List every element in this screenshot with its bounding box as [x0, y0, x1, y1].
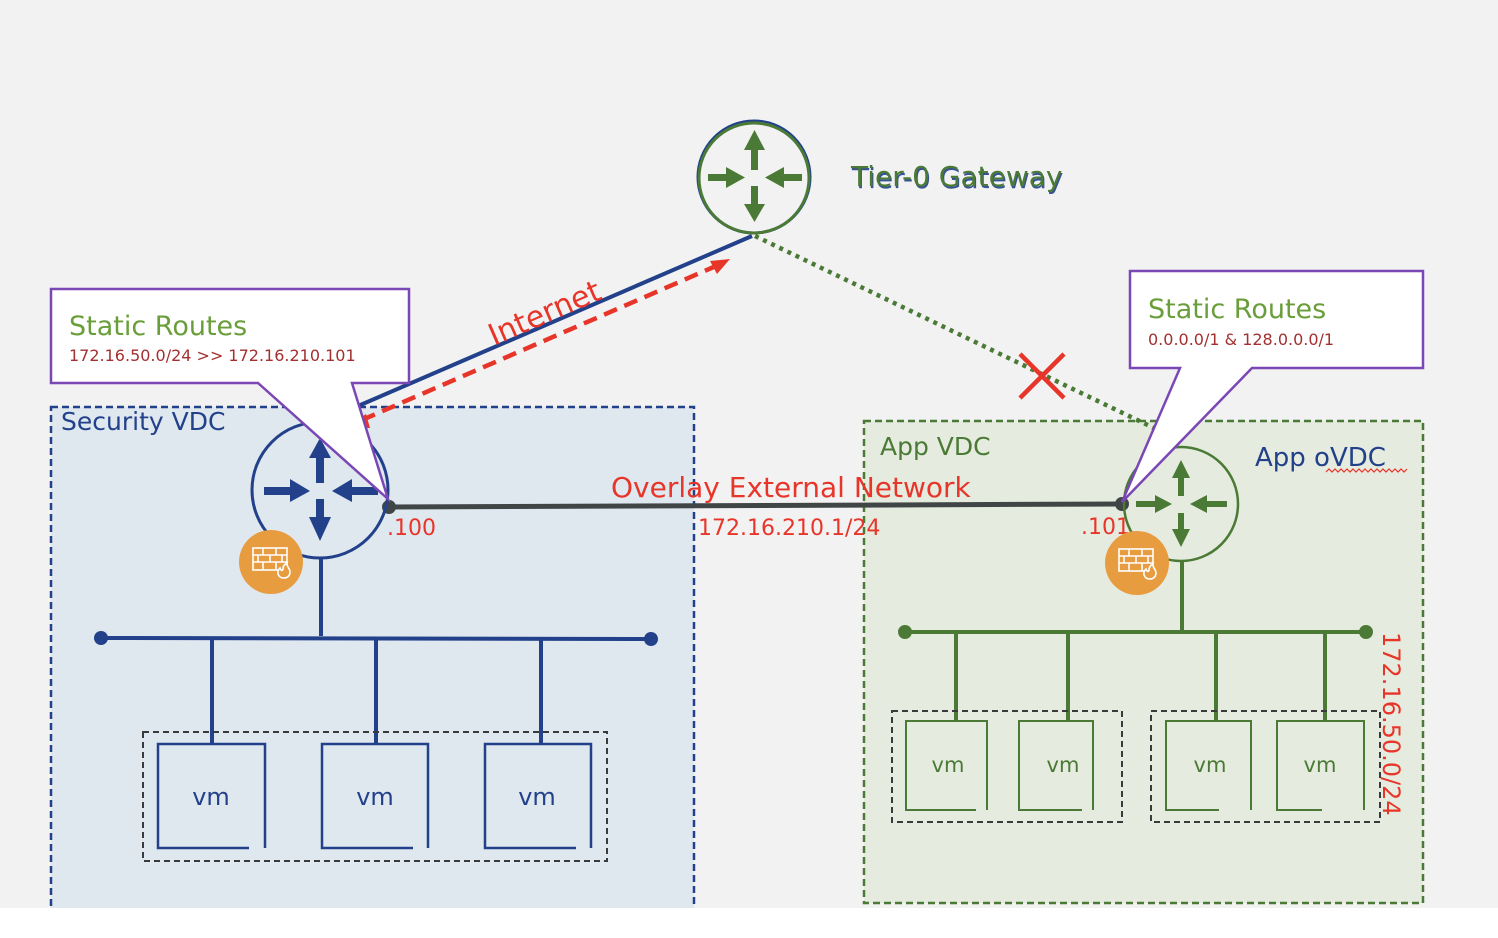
- security-vm-2: vm: [320, 742, 430, 850]
- security-segment: [100, 558, 652, 744]
- vm-label: vm: [356, 783, 394, 811]
- app-uplink-blocked: [754, 233, 1159, 433]
- app-firewall-icon: [1105, 531, 1169, 595]
- callout-title: Static Routes: [1148, 294, 1326, 325]
- app-vm-group-1: [891, 710, 1123, 823]
- segment-end-dot: [898, 625, 912, 639]
- tier0-label-shadow: Tier-0 Gateway: [851, 162, 1063, 195]
- security-vm-group: [142, 731, 608, 862]
- security-router-ip: .100: [387, 516, 436, 541]
- x-mark-icon: [1018, 352, 1066, 400]
- app-port-dot: [1115, 497, 1129, 511]
- callout-route: 172.16.50.0/24 >> 172.16.210.101: [69, 346, 356, 365]
- vm-label: vm: [1304, 753, 1337, 777]
- overlay-network-line: [388, 501, 1123, 510]
- security-uplink: [357, 234, 753, 408]
- vm-label: vm: [1194, 753, 1227, 777]
- app-router-icon: [1122, 445, 1240, 563]
- app-ovdc-label: App oVDC: [1255, 443, 1386, 473]
- app-vm-1: vm: [905, 720, 988, 811]
- tier0-label: Tier-0 Gateway: [850, 160, 1062, 193]
- app-vm-group-2: [1150, 710, 1381, 823]
- callout-route: 0.0.0.0/1 & 128.0.0.0/1: [1148, 330, 1334, 349]
- security-vm-1: vm: [156, 742, 267, 850]
- segment-end-dot: [94, 631, 108, 645]
- app-static-routes-callout: Static Routes 0.0.0.0/1 & 128.0.0.0/1: [1120, 269, 1425, 503]
- diagram-canvas: Security VDC App VDC App oVDC Internet T…: [0, 0, 1498, 912]
- vm-label: vm: [1047, 753, 1080, 777]
- app-segment: [905, 562, 1366, 720]
- security-firewall-icon: [239, 530, 303, 594]
- segment-end-dot: [1359, 625, 1373, 639]
- app-vm-2: vm: [1018, 720, 1094, 811]
- security-static-routes-callout: Static Routes 172.16.50.0/24 >> 172.16.2…: [49, 287, 411, 503]
- app-subnet-label: 172.16.50.0/24: [1377, 632, 1405, 816]
- tier0-router-icon: [696, 119, 812, 235]
- overlay-label: Overlay External Network: [611, 471, 972, 504]
- spellcheck-underline: [1325, 468, 1408, 473]
- segment-end-dot: [644, 632, 658, 646]
- vm-label: vm: [518, 783, 556, 811]
- app-vm-4: vm: [1276, 720, 1365, 811]
- vm-label: vm: [932, 753, 965, 777]
- vm-label: vm: [192, 783, 230, 811]
- overlay-subnet: 172.16.210.1/24: [698, 516, 880, 541]
- security-vdc-label: Security VDC: [61, 407, 225, 436]
- security-vm-3: vm: [483, 742, 593, 850]
- app-vm-3: vm: [1165, 720, 1252, 811]
- callout-title: Static Routes: [69, 311, 247, 342]
- app-vdc-label: App VDC: [880, 432, 991, 461]
